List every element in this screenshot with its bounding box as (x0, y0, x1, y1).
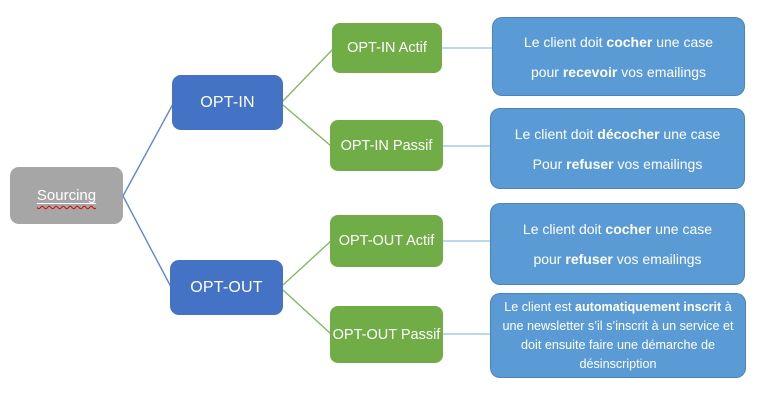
description-line: pour recevoir vos emailings (530, 63, 707, 80)
connector-optin-actif (282, 48, 334, 102)
root-node-sourcing: Sourcing (10, 167, 123, 224)
description-opt-in-actif: Le client doit cocher une case pour rece… (492, 17, 745, 96)
connector-optin-passif (282, 104, 332, 147)
description-line: Le client doit décocher une case (514, 125, 721, 142)
branch-node-opt-in: OPT-IN (172, 75, 283, 130)
leaf-node-opt-out-actif: OPT-OUT Actif (330, 215, 443, 267)
leaf-node-opt-in-passif: OPT-IN Passif (330, 120, 443, 171)
description-line: Pour refuser vos emailings (532, 155, 703, 172)
branch-opt-in-label: OPT-IN (200, 93, 255, 111)
description-line: Le client est automatiquement inscrit à … (502, 299, 734, 371)
connector-optout-passif (282, 289, 332, 335)
connector-root-optin (122, 103, 174, 197)
description-opt-out-passif: Le client est automatiquement inscrit à … (490, 293, 746, 378)
leaf-opt-out-actif-label: OPT-OUT Actif (338, 233, 435, 249)
leaf-node-opt-in-actif: OPT-IN Actif (332, 23, 442, 73)
connector-optout-actif (282, 240, 332, 286)
leaf-node-opt-out-passif: OPT-OUT Passif (330, 306, 443, 363)
description-opt-in-passif: Le client doit décocher une case Pour re… (490, 108, 745, 189)
description-line: Le client doit cocher une case (522, 221, 713, 237)
branch-opt-out-label: OPT-OUT (190, 278, 263, 296)
leaf-opt-in-passif-label: OPT-IN Passif (340, 137, 433, 154)
leaf-opt-in-actif-label: OPT-IN Actif (347, 40, 427, 56)
description-line: pour refuser vos emailings (533, 251, 702, 267)
description-opt-out-actif: Le client doit cocher une case pour refu… (490, 203, 745, 285)
root-node-label: Sourcing (36, 187, 97, 204)
description-line: Le client doit cocher une case (523, 33, 714, 50)
connector-root-optout (122, 195, 172, 288)
branch-node-opt-out: OPT-OUT (170, 260, 283, 315)
leaf-opt-out-passif-label: OPT-OUT Passif (332, 326, 441, 343)
